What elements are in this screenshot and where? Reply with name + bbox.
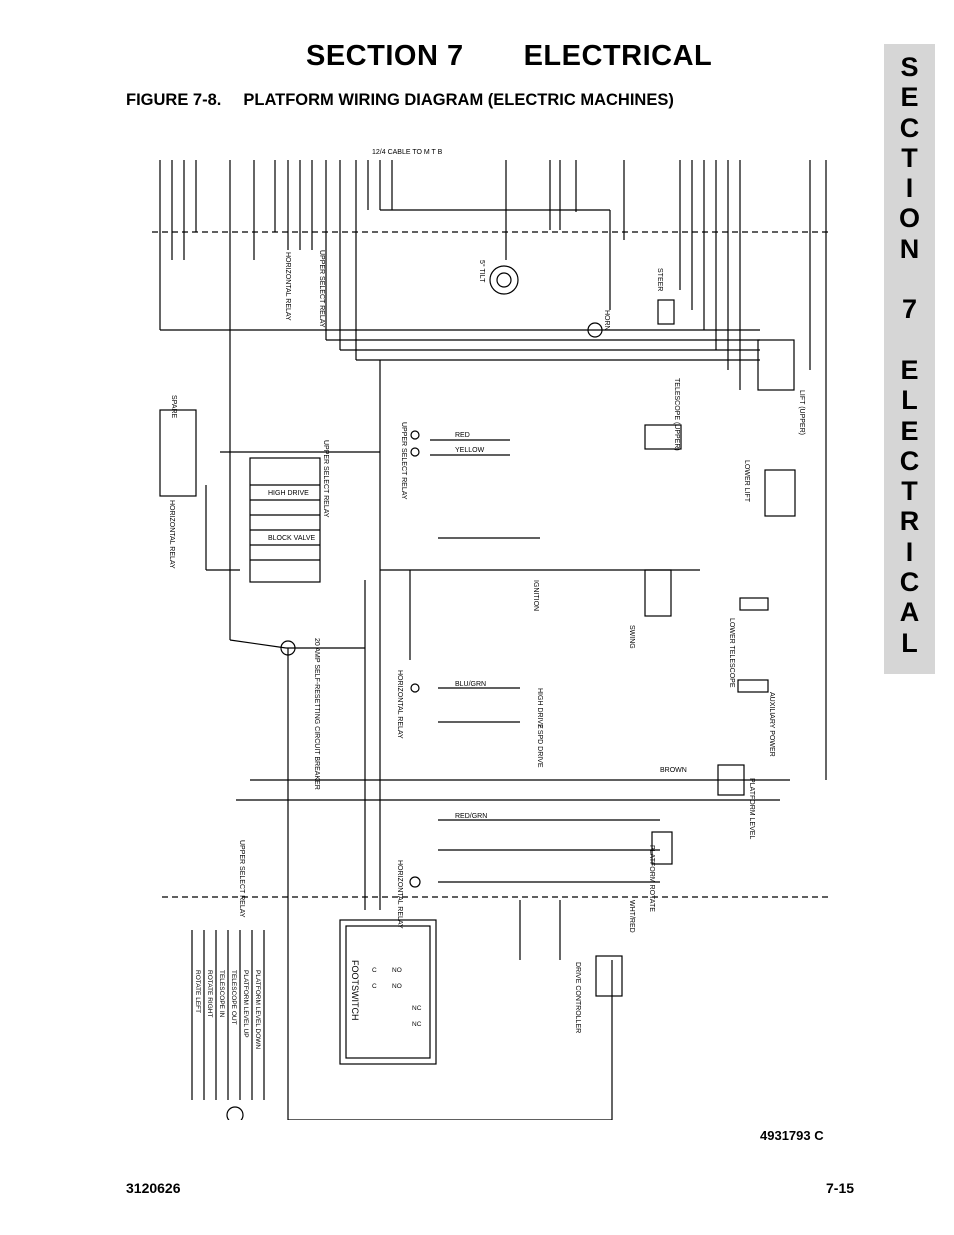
wire-color-red-grn: RED/GRN — [455, 813, 487, 820]
footer-page-number: 7-15 — [826, 1180, 855, 1196]
high-drive-block-label: HIGH DRIVE — [268, 490, 309, 497]
side-tab-letter: C — [899, 112, 920, 143]
side-tab-letter: L — [901, 627, 918, 658]
ignition-label: IGNITION — [532, 580, 539, 611]
horizontal-relay-left-label: HORIZONTAL RELAY — [168, 500, 175, 569]
side-tab-letter: I — [905, 536, 914, 567]
side-tab-letter: L — [901, 385, 918, 416]
horizontal-relay-top-label: HORIZONTAL RELAY — [284, 252, 291, 321]
wire-color-wht-red: WHT/RED — [628, 900, 635, 933]
side-tab-letter: A — [899, 597, 920, 628]
footswitch-contact: NO — [392, 967, 402, 974]
side-tab-letter: R — [899, 506, 920, 537]
function-rotate-left: ROTATE LEFT — [194, 970, 201, 1013]
figure-title: FIGURE 7-8. PLATFORM WIRING DIAGRAM (ELEC… — [126, 91, 674, 110]
drive-controller-label: DRIVE CONTROLLER — [574, 962, 581, 1033]
side-tab-letter: C — [899, 445, 920, 476]
horizontal-relay-mid-label: HORIZONTAL RELAY — [396, 670, 403, 739]
function-platform-level-up: PLATFORM LEVEL UP — [242, 970, 249, 1038]
wire-color-brown: BROWN — [660, 767, 687, 774]
side-tab-letter: T — [901, 476, 918, 507]
side-tab-letter: N — [899, 233, 920, 264]
lower-lift-label: LOWER LIFT — [743, 460, 750, 503]
horn-label: HORN — [603, 310, 610, 331]
footer-document-number: 3120626 — [126, 1180, 181, 1196]
wire-color-yellow: YELLOW — [455, 447, 485, 454]
platform-level-label: PLATFORM LEVEL — [748, 778, 755, 839]
footswitch-contact: NC — [412, 1021, 422, 1028]
wire-color-red: RED — [455, 432, 470, 439]
telescope-upper-label: TELESCOPE (UPPER) — [673, 378, 680, 451]
swing-label: SWING — [628, 625, 635, 649]
section-number: SECTION 7 — [306, 40, 464, 72]
figure-number: FIGURE 7-8. — [126, 91, 222, 109]
function-rotate-right: ROTATE RIGHT — [206, 970, 213, 1017]
side-tab-letter: T — [901, 142, 918, 173]
upper-select-relay-top-label: UPPER SELECT RELAY — [318, 250, 325, 328]
block-valve-label: BLOCK VALVE — [268, 535, 316, 542]
wire-color-blu-grn: BLU/GRN — [455, 681, 486, 688]
section-title: ELECTRICAL — [523, 40, 713, 72]
figure-caption: PLATFORM WIRING DIAGRAM (ELECTRIC MACHIN… — [243, 91, 674, 109]
side-tab-letter: 7 — [901, 294, 918, 325]
footswitch-contact: NC — [412, 1005, 422, 1012]
steer-label: STEER — [656, 268, 663, 291]
side-tab-letter: E — [900, 415, 919, 446]
drawing-part-number: 4931793 C — [760, 1128, 824, 1143]
function-platform-level-down: PLATFORM LEVEL DOWN — [254, 970, 261, 1049]
top-cable-label: 12/4 CABLE TO M T B — [372, 149, 443, 156]
tilt-label: 5° TILT — [478, 260, 486, 283]
upper-select-relay-bottom-label: UPPER SELECT RELAY — [238, 840, 245, 918]
horizontal-relay-bottom-label: HORIZONTAL RELAY — [396, 860, 403, 929]
side-tab-letter: S — [900, 52, 919, 82]
lower-telescope-label: LOWER TELESCOPE — [728, 618, 735, 688]
lift-upper-label: LIFT (UPPER) — [798, 390, 805, 435]
side-tab-letter: O — [898, 203, 920, 234]
function-telescope-out: TELESCOPE OUT — [230, 970, 237, 1025]
auxiliary-power-label: AUXILIARY POWER — [768, 692, 775, 757]
side-tab-letter: C — [899, 567, 920, 598]
upper-select-relay-left-label: UPPER SELECT RELAY — [322, 440, 329, 518]
spare-label: SPARE — [170, 395, 177, 419]
high-drive-label: HIGH DRIVE — [536, 688, 543, 729]
platform-rotate-label: PLATFORM ROTATE — [648, 845, 655, 912]
wiring-diagram: 12/4 CABLE TO M T B HORN 5° TILT STEER L… — [152, 149, 830, 1120]
footswitch-contact: NO — [392, 983, 402, 990]
circuit-breaker-label: 20 AMP SELF-RESETTING CIRCUIT BREAKER — [313, 638, 320, 790]
function-telescope-in: TELESCOPE IN — [218, 970, 225, 1018]
section-header: SECTION 7 ELECTRICAL — [306, 40, 712, 73]
side-tab-letter: I — [905, 173, 914, 204]
footswitch-label: FOOTSWITCH — [350, 960, 360, 1021]
upper-select-relay-right-label: UPPER SELECT RELAY — [400, 422, 407, 500]
side-tab-letter: E — [900, 354, 919, 385]
side-tab-letter: E — [900, 82, 919, 113]
footswitch-contact: C — [372, 983, 377, 990]
footswitch-contact: C — [372, 967, 377, 974]
two-spd-drive-label: 2 SPD DRIVE — [536, 724, 543, 768]
